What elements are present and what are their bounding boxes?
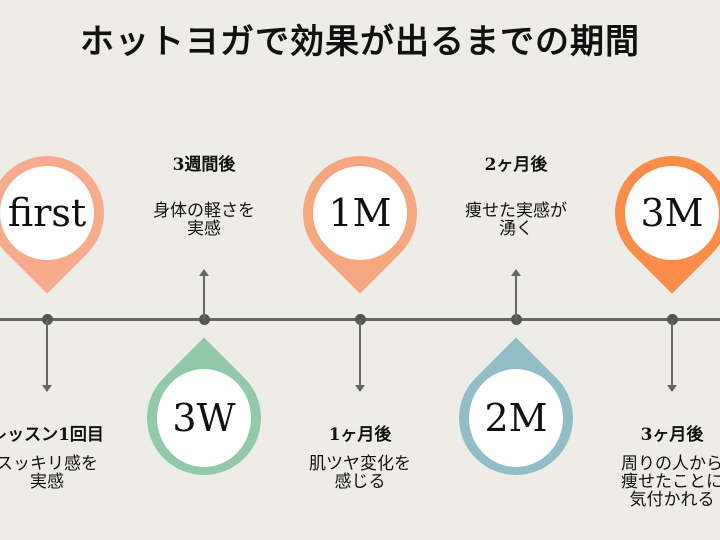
milestone-badge-2m: 2M: [469, 369, 563, 467]
timeline-dot: [354, 314, 366, 325]
connector-line: [515, 275, 517, 319]
milestone-heading: 3ヶ月後: [640, 425, 704, 445]
timeline-dot: [510, 314, 522, 325]
milestone-heading: レッスン1回目: [0, 425, 104, 445]
arrow-down-icon: [355, 385, 365, 392]
milestone-heading: 3週間後: [172, 155, 236, 175]
milestone-heading: 2ヶ月後: [484, 155, 548, 175]
timeline-dot: [41, 314, 53, 325]
connector-line: [46, 320, 48, 386]
timeline-dot: [198, 314, 210, 325]
timeline-dot: [666, 314, 678, 325]
arrow-up-icon: [511, 269, 521, 276]
arrow-up-icon: [199, 269, 209, 276]
milestone-description: スッキリ感を 実感: [0, 454, 98, 492]
page-title: ホットヨガで効果が出るまでの期間: [80, 22, 640, 62]
milestone-badge-3m: 3M: [625, 166, 719, 260]
connector-line: [671, 320, 673, 386]
milestone-description: 身体の軽さを 実感: [153, 201, 255, 239]
milestone-badge-3w: 3W: [157, 369, 251, 467]
milestone-description: 周りの人から 痩せたことに 気付かれる: [621, 454, 720, 510]
milestone-badge-first: first: [0, 166, 94, 260]
milestone-description: 肌ツヤ変化を 感じる: [309, 454, 411, 492]
arrow-down-icon: [667, 385, 677, 392]
connector-line: [359, 320, 361, 386]
milestone-badge-1m: 1M: [313, 166, 407, 260]
connector-line: [203, 275, 205, 319]
arrow-down-icon: [42, 385, 52, 392]
milestone-heading: 1ヶ月後: [328, 425, 392, 445]
milestone-description: 痩せた実感が 湧く: [465, 201, 567, 239]
